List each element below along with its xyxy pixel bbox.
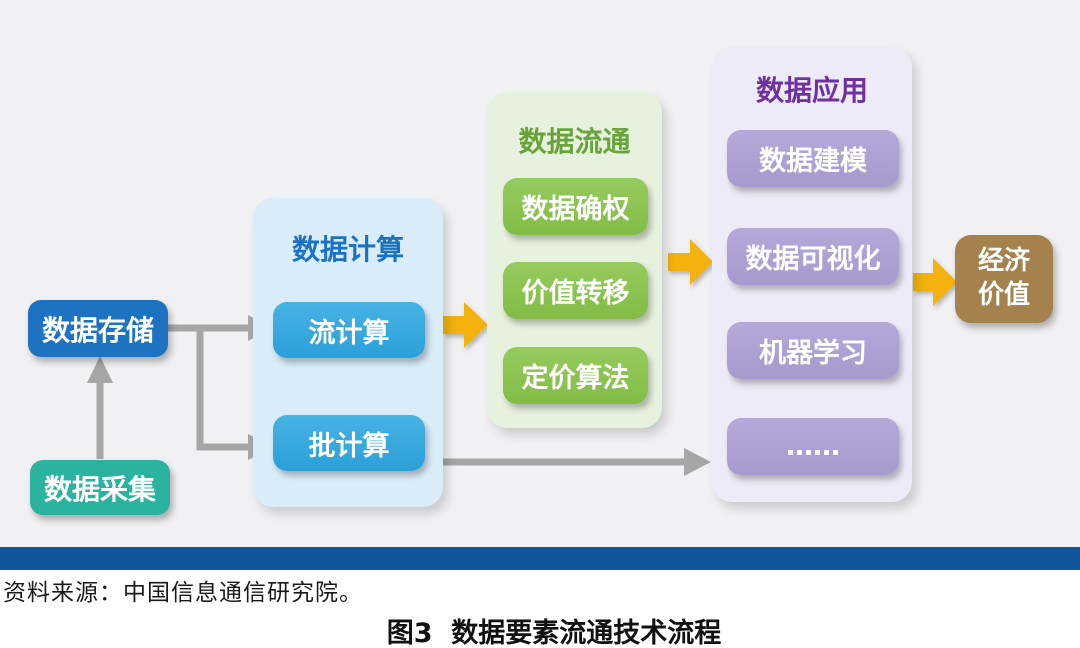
arrow-application-to-economic-value <box>913 258 957 306</box>
group-title-data-circulation: 数据流通 <box>518 125 631 158</box>
arrow-computing-to-circulation <box>443 302 488 348</box>
group-data-application: 数据应用 数据建模 数据可视化 机器学习 …… <box>712 47 912 502</box>
figure-caption: 图3 数据要素流通技术流程 <box>386 618 722 648</box>
node-economic-value: 经济 价值 <box>955 235 1053 323</box>
node-data-storage: 数据存储 <box>28 300 168 357</box>
chip-value-transfer: 价值转移 <box>503 262 648 319</box>
chip-machine-learning: 机器学习 <box>727 322 899 379</box>
group-title-data-application: 数据应用 <box>755 74 868 107</box>
economic-value-line2: 价值 <box>977 280 1030 310</box>
source-note: 资料来源：中国信息通信研究院。 <box>3 580 363 605</box>
economic-value-line1: 经济 <box>977 246 1030 277</box>
arrow-collection-to-storage <box>87 356 113 459</box>
arrow-batch-computing-to-data-application <box>427 448 711 476</box>
group-data-circulation: 数据流通 数据确权 价值转移 定价算法 <box>487 92 662 428</box>
chip-stream-computing: 流计算 <box>273 302 425 358</box>
group-title-data-computing: 数据计算 <box>291 233 404 266</box>
chip-ellipsis: …… <box>727 418 899 475</box>
divider-bar <box>0 547 1080 570</box>
arrow-circulation-to-application <box>668 239 713 285</box>
node-data-collection: 数据采集 <box>30 460 170 515</box>
chip-data-modeling: 数据建模 <box>727 130 899 187</box>
chip-data-right-confirmation: 数据确权 <box>503 178 648 235</box>
group-data-computing: 数据计算 流计算 批计算 <box>253 198 443 507</box>
chip-data-visualization: 数据可视化 <box>727 228 899 285</box>
chip-batch-computing: 批计算 <box>273 415 425 471</box>
flow-diagram: 数据存储 数据采集 数据计算 流计算 批计算 数据流通 数据确权 价值转移 定价… <box>0 0 1080 547</box>
chip-pricing-algorithm: 定价算法 <box>503 347 648 404</box>
